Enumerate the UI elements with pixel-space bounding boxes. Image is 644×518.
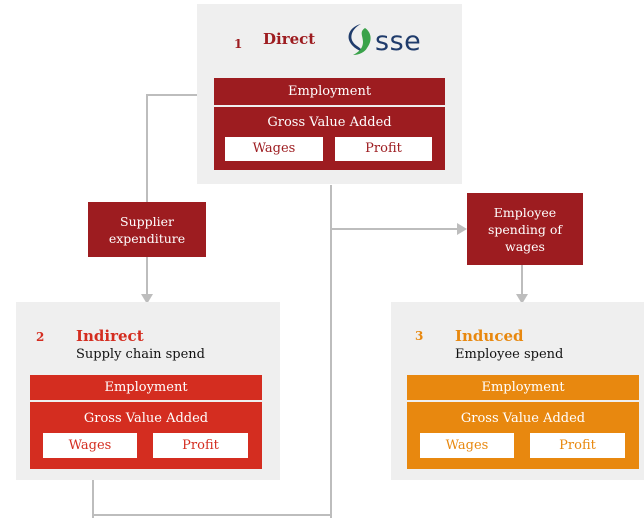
supplier-expenditure-label: Supplier expenditure xyxy=(88,202,206,257)
sse-swirl-icon xyxy=(348,24,371,55)
direct-employment-bar: Employment xyxy=(214,78,445,105)
sse-logo: sse xyxy=(345,20,435,60)
indirect-wages-cell: Wages xyxy=(43,433,137,458)
indirect-panel: 2 Indirect Supply chain spend Employment… xyxy=(16,302,280,480)
induced-wages-cell: Wages xyxy=(420,433,514,458)
direct-panel: 1 Direct sse Employment Gross Value Adde… xyxy=(197,4,462,184)
indirect-employment-bar: Employment xyxy=(30,375,262,400)
sse-logo-text: sse xyxy=(375,26,422,57)
induced-subtitle: Employee spend xyxy=(455,347,564,362)
direct-gva-label: Gross Value Added xyxy=(267,115,392,130)
induced-panel: 3 Induced Employee spend Employment Gros… xyxy=(391,302,644,480)
direct-profit-cell: Profit xyxy=(335,137,432,161)
induced-profit-cell: Profit xyxy=(530,433,625,458)
direct-title: Direct xyxy=(263,30,316,48)
induced-number: 3 xyxy=(415,329,424,343)
induced-employment-bar: Employment xyxy=(407,375,639,400)
induced-title: Induced xyxy=(455,327,524,345)
arrowhead-employee-flow xyxy=(457,223,467,235)
direct-wages-cell: Wages xyxy=(225,137,323,161)
arrowhead-induced xyxy=(516,294,528,304)
arrowhead-indirect xyxy=(141,294,153,304)
employee-spending-label: Employee spending of wages xyxy=(467,193,583,265)
indirect-gva-label: Gross Value Added xyxy=(83,411,209,426)
indirect-subtitle: Supply chain spend xyxy=(76,347,206,362)
indirect-number: 2 xyxy=(36,330,45,344)
direct-gva-block: Gross Value Added Wages Profit xyxy=(214,107,445,170)
induced-gva-label: Gross Value Added xyxy=(460,411,586,426)
indirect-profit-cell: Profit xyxy=(153,433,248,458)
indirect-title: Indirect xyxy=(76,327,144,345)
direct-number: 1 xyxy=(234,37,243,51)
induced-gva-block: Gross Value Added Wages Profit xyxy=(407,402,639,469)
indirect-gva-block: Gross Value Added Wages Profit xyxy=(30,402,262,469)
